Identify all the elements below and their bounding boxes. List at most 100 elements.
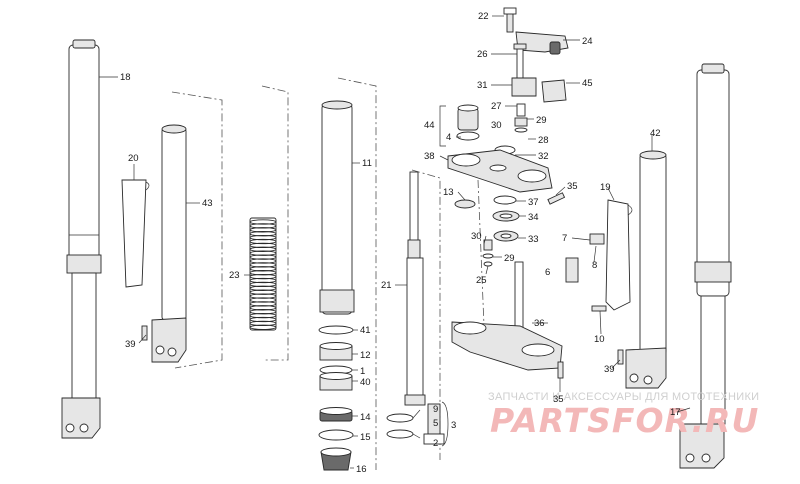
screws-39 [141,325,148,341]
label-18: 18 [120,72,131,83]
label-32: 32 [538,151,549,162]
right-fork-inner-tube [617,150,667,389]
spring-coil [249,312,277,319]
label-3: 3 [451,420,456,431]
label-31: 31 [477,80,488,91]
spring-coil [249,270,277,276]
spring-coil [249,242,277,249]
label-45: 45 [582,78,593,89]
label-1: 1 [360,366,365,377]
spring-coil [249,305,277,311]
spring-coil [249,254,277,260]
spring-coil [249,281,277,288]
label-8: 8 [592,260,597,271]
spring-coil [249,320,277,327]
label-6: 6 [545,267,550,278]
damper-rod [404,171,426,406]
spring-coil [249,246,277,252]
label-25: 25 [476,275,487,286]
label-33: 33 [528,234,539,245]
label-30-lower: 30 [471,231,482,242]
bushing-seal-stack [318,325,354,471]
stem-small-bolts [482,239,494,267]
watermark-tagline: ЗАПЧАСТИ И АКСЕССУАРЫ ДЛЯ МОТОТЕХНИКИ [488,391,759,403]
spring-coil [249,273,277,280]
label-37: 37 [528,197,539,208]
label-35-upper: 35 [567,181,578,192]
label-11: 11 [362,158,372,169]
left-fork-guard [121,179,150,288]
label-2: 2 [433,438,438,449]
spring-coil [249,324,277,330]
fork-spring [249,217,277,331]
spring-coil [249,266,277,272]
label-16: 16 [356,464,367,475]
label-17: 17 [670,407,681,418]
steering-head-nut [456,103,528,155]
watermark-brand: PARTSFOR.RU [490,401,759,440]
spring-coil [249,250,277,256]
spring-coil [249,285,277,291]
label-42: 42 [650,128,661,139]
label-15: 15 [360,432,371,443]
valve-components [386,403,445,445]
left-fork-inner-tube [151,124,187,363]
steering-bearings [454,195,520,242]
label-9-lower: 9 [433,404,438,415]
part-labels: 18 20 43 39 23 11 41 12 1 40 14 15 16 21… [120,11,681,475]
right-fork-guard [565,199,633,312]
label-4: 4 [446,132,451,143]
label-41: 41 [360,325,371,336]
label-28: 28 [538,135,549,146]
label-21: 21 [381,280,392,291]
label-39-right: 39 [604,364,615,375]
label-30-upper: 30 [491,120,502,131]
label-34: 34 [528,212,539,223]
label-23: 23 [229,270,240,281]
label-5: 5 [433,418,438,429]
label-38: 38 [424,151,435,162]
spring-coil [249,301,277,307]
leader-lines [99,15,691,469]
label-29-lower: 29 [504,253,515,264]
spring-coil [249,277,277,284]
handlebar-clamp-assembly [503,7,569,103]
label-10: 10 [594,334,605,345]
left-fork-outer-tube [61,39,102,439]
label-44: 44 [424,120,435,131]
label-40: 40 [360,377,371,388]
label-39-left: 39 [125,339,136,350]
label-19: 19 [600,182,611,193]
spring-coil [249,297,277,303]
spring-coil [249,258,277,264]
spring-coil [249,289,277,295]
spring-coil [249,219,277,225]
spring-coil [249,309,277,315]
label-36: 36 [534,318,545,329]
label-12: 12 [360,350,371,361]
label-43: 43 [202,198,213,209]
spring-coil [249,231,277,237]
spring-coil [249,234,277,241]
label-14: 14 [360,412,371,423]
label-26: 26 [477,49,488,60]
right-fork-outer-tube [679,63,732,469]
label-20: 20 [128,153,139,164]
label-27: 27 [491,101,502,112]
lower-triple-clamp [451,261,563,371]
assembly-guide-lines [171,77,486,470]
spring-coil [249,238,277,245]
label-22: 22 [478,11,489,22]
label-35-lower: 35 [553,394,564,405]
label-13: 13 [443,187,454,198]
upper-triple-clamp [447,149,553,193]
label-29-upper: 29 [536,115,547,126]
spring-coil [249,316,277,323]
clamp-bolts [547,192,566,379]
spring-coil [249,223,277,229]
spring-coil [249,262,277,268]
spring-coil [249,227,277,233]
label-24: 24 [582,36,593,47]
label-7: 7 [562,233,567,244]
